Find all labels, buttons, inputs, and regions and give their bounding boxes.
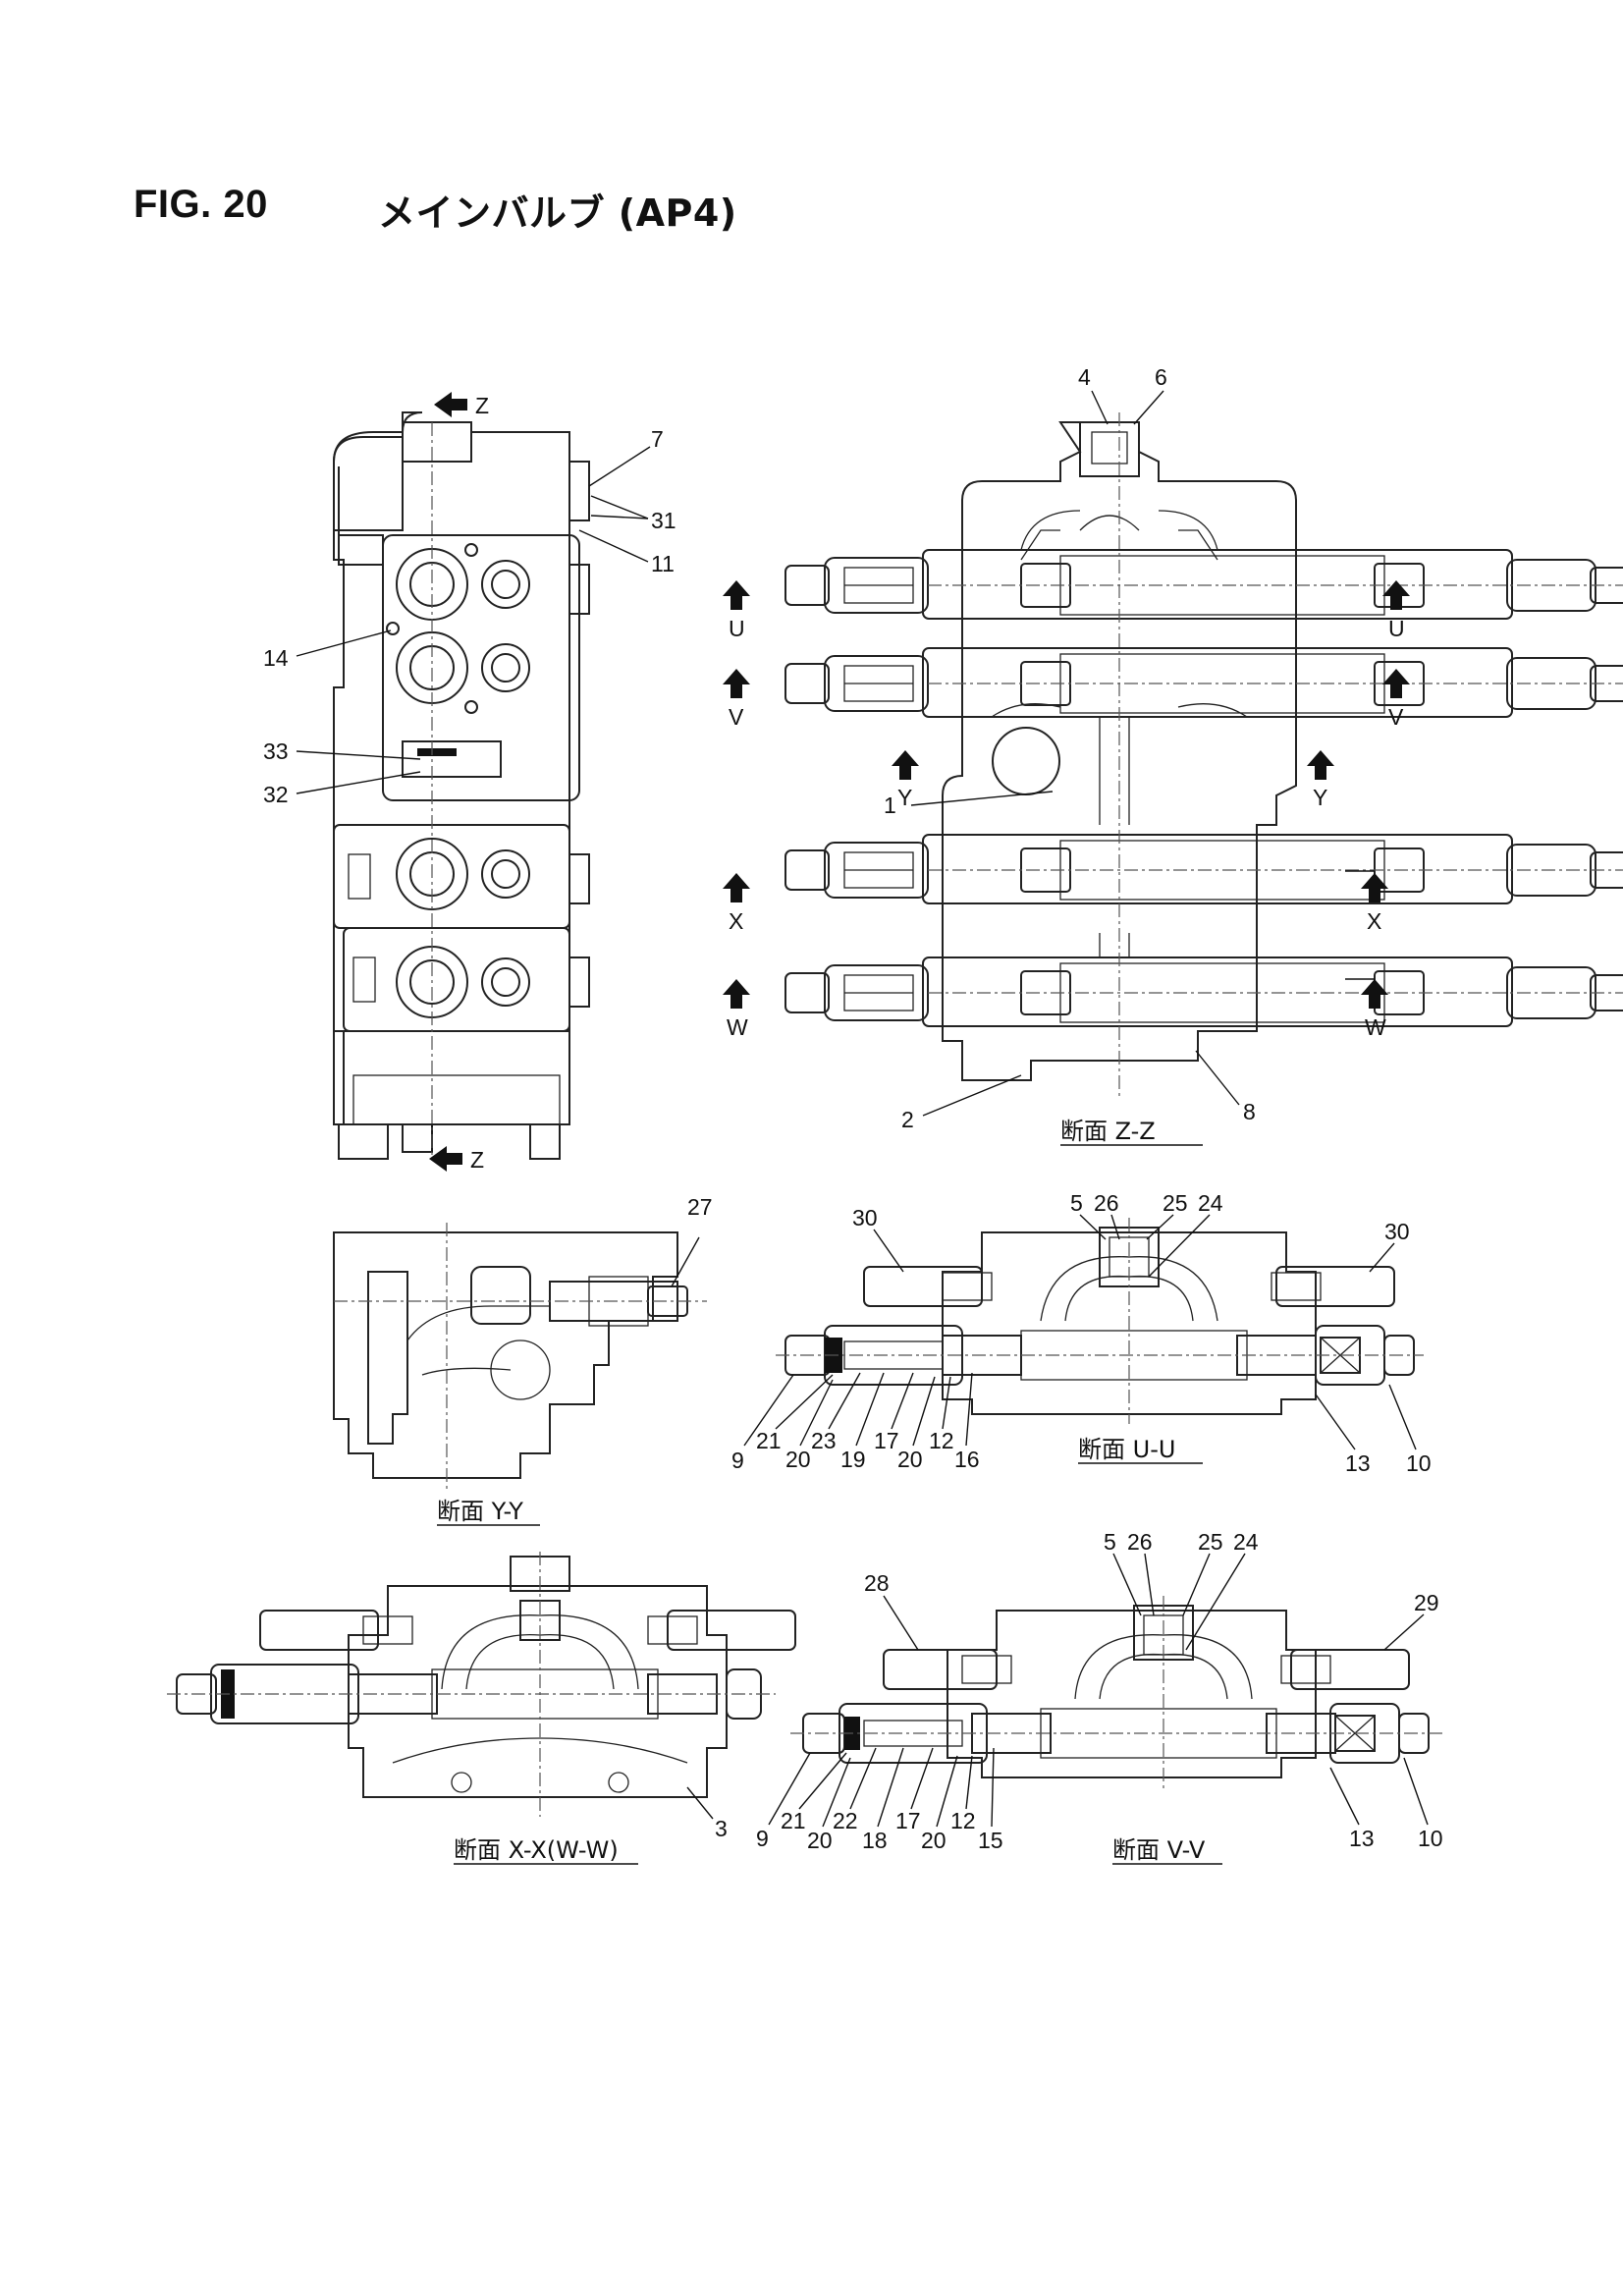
callout-29: 29 <box>1414 1590 1439 1615</box>
callout-vv-25: 25 <box>1198 1529 1223 1555</box>
arrow-label-w-left: W <box>727 1014 748 1040</box>
figure-title: メインバルブ (AP4) <box>378 191 737 235</box>
callout-31: 31 <box>651 508 676 533</box>
callout-vv-9: 9 <box>756 1826 769 1851</box>
callout-3: 3 <box>715 1816 728 1841</box>
callout-30-left: 30 <box>852 1205 878 1230</box>
callout-8: 8 <box>1243 1099 1256 1124</box>
callout-vv-13: 13 <box>1349 1826 1375 1851</box>
arrow-label-v-left: V <box>729 704 744 730</box>
callout-vv-10: 10 <box>1418 1826 1443 1851</box>
section-title-zz: 断面 Z-Z <box>1060 1118 1156 1145</box>
section-uu: 5 26 25 24 30 30 9 21 20 23 19 17 20 12 … <box>731 1190 1432 1476</box>
arrow-label-x-right: X <box>1367 908 1381 934</box>
section-xx: 3 断面 X-X(W-W) <box>167 1552 796 1865</box>
callout-20-a: 20 <box>785 1447 811 1472</box>
callout-22: 22 <box>833 1808 858 1833</box>
callout-19: 19 <box>840 1447 866 1472</box>
callout-vv-12: 12 <box>950 1808 976 1833</box>
section-vv: 5 26 25 24 28 29 9 21 20 22 18 17 20 12 … <box>756 1529 1443 1865</box>
arrow-label-y-right: Y <box>1313 785 1327 810</box>
callout-11: 11 <box>651 551 675 576</box>
figure-number: FIG. 20 <box>134 183 268 226</box>
callout-15: 15 <box>978 1828 1003 1853</box>
callout-17: 17 <box>874 1428 899 1453</box>
callout-vv-20-b: 20 <box>921 1828 947 1853</box>
callout-10: 10 <box>1406 1450 1432 1476</box>
callout-1: 1 <box>884 793 896 818</box>
arrow-label-u-right: U <box>1388 616 1405 641</box>
callout-26: 26 <box>1094 1190 1119 1216</box>
section-title-uu: 断面 U-U <box>1078 1436 1175 1463</box>
callout-28: 28 <box>864 1570 890 1596</box>
section-title-vv: 断面 V-V <box>1112 1836 1206 1864</box>
callout-vv-26: 26 <box>1127 1529 1153 1555</box>
callout-4: 4 <box>1078 364 1091 390</box>
callout-25: 25 <box>1163 1190 1188 1216</box>
callout-vv-21: 21 <box>781 1808 806 1833</box>
z-arrow-label-bottom: Z <box>470 1147 484 1173</box>
z-arrow-label-top: Z <box>475 393 489 418</box>
section-yy: 27 断面 Y-Y <box>333 1194 713 1526</box>
callout-32: 32 <box>263 782 289 807</box>
callout-30-right: 30 <box>1384 1219 1410 1244</box>
arrow-label-x-left: X <box>729 908 743 934</box>
callout-5: 5 <box>1070 1190 1083 1216</box>
callout-24: 24 <box>1198 1190 1223 1216</box>
callout-13: 13 <box>1345 1450 1371 1476</box>
section-zz: U U V V Y Y X X W W 4 6 1 2 8 断面 Z-Z <box>723 364 1623 1146</box>
external-view: Z Z 7 31 11 14 33 32 <box>263 392 676 1173</box>
arrow-label-u-left: U <box>729 616 745 641</box>
callout-vv-5: 5 <box>1104 1529 1116 1555</box>
callout-33: 33 <box>263 738 289 764</box>
arrow-label-y-left: Y <box>897 785 912 810</box>
arrow-label-w-right: W <box>1365 1014 1386 1040</box>
section-title-xx: 断面 X-X(W-W) <box>454 1836 619 1864</box>
callout-21: 21 <box>756 1428 782 1453</box>
section-title-yy: 断面 Y-Y <box>437 1498 523 1525</box>
callout-vv-20-a: 20 <box>807 1828 833 1853</box>
arrow-label-v-right: V <box>1388 704 1404 730</box>
callout-20-b: 20 <box>897 1447 923 1472</box>
callout-14: 14 <box>263 645 289 671</box>
callout-23: 23 <box>811 1428 837 1453</box>
callout-18: 18 <box>862 1828 888 1853</box>
callout-7: 7 <box>651 426 664 452</box>
callout-2: 2 <box>901 1107 914 1132</box>
callout-27: 27 <box>687 1194 713 1220</box>
callout-9: 9 <box>731 1448 744 1473</box>
callout-12: 12 <box>929 1428 954 1453</box>
callout-vv-17: 17 <box>895 1808 921 1833</box>
callout-6: 6 <box>1155 364 1167 390</box>
callout-vv-24: 24 <box>1233 1529 1259 1555</box>
callout-16: 16 <box>954 1447 980 1472</box>
